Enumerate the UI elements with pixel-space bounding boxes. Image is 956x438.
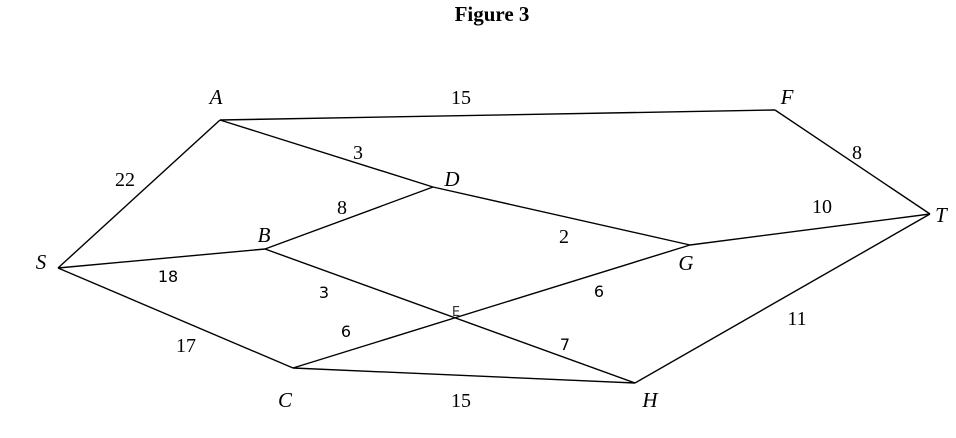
node-label-f: F (780, 85, 794, 109)
weight-c-e: 6 (341, 322, 351, 341)
edge-s-c (57, 267, 294, 369)
node-label-d: D (443, 167, 459, 191)
node-label-g: G (678, 251, 693, 275)
edge-g-t (689, 213, 931, 246)
weight-c-h: 15 (451, 390, 471, 412)
edge-a-d (219, 119, 434, 188)
edge-s-a (57, 119, 221, 269)
node-label-t: T (935, 203, 948, 227)
node-label-a: A (208, 85, 223, 109)
edge-c-h (292, 367, 636, 384)
weight-g-t: 10 (812, 196, 832, 218)
weight-s-a: 22 (115, 169, 135, 191)
edge-b-d (264, 186, 434, 250)
edge-c-g (292, 244, 691, 369)
edge-s-b (57, 248, 266, 269)
weight-a-f: 15 (451, 87, 471, 109)
weight-b-e: 3 (319, 283, 329, 302)
weight-f-t: 8 (852, 142, 862, 164)
weight-a-d: 3 (353, 142, 363, 164)
node-label-c: C (278, 388, 293, 412)
weight-e-h: 7 (560, 335, 570, 354)
weight-s-b: 18 (158, 267, 178, 286)
weight-d-g: 2 (559, 226, 569, 248)
weight-e-g: 6 (594, 282, 604, 301)
edge-a-f (219, 109, 776, 121)
node-label-s: S (36, 250, 47, 274)
weight-s-c: 17 (176, 335, 196, 357)
figure-title: Figure 3 (455, 2, 530, 26)
node-label-e: E (452, 305, 460, 320)
weight-b-d: 8 (337, 197, 347, 219)
node-label-b: B (258, 223, 271, 247)
node-label-h: H (641, 388, 659, 412)
edge-d-g (432, 186, 691, 246)
weight-h-t: 11 (787, 308, 806, 330)
edge-b-h (264, 248, 636, 384)
edge-h-t (634, 213, 931, 384)
edge-f-t (774, 109, 931, 215)
